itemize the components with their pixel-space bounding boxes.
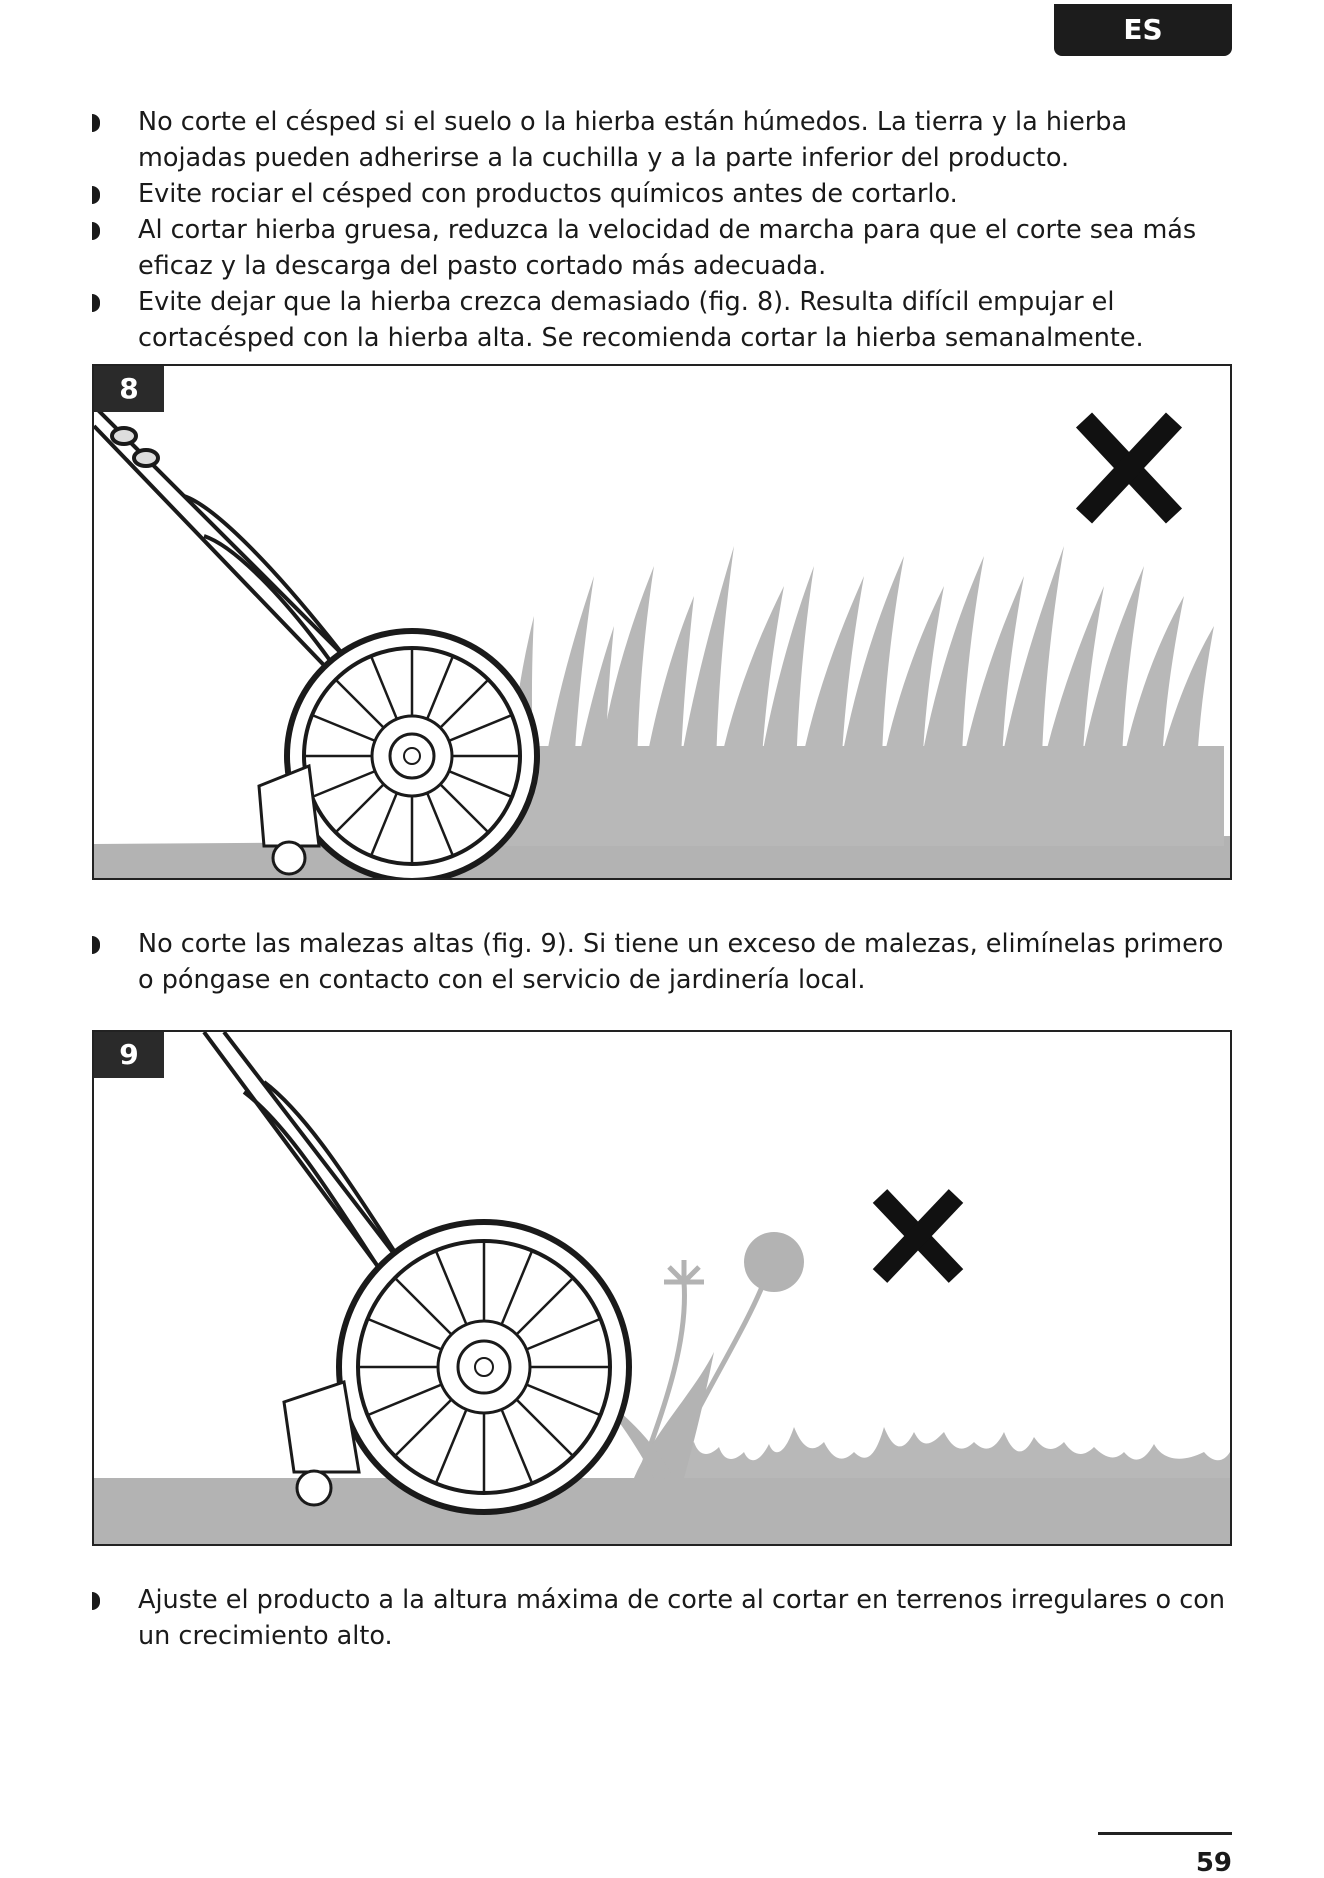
page-number: 59 xyxy=(1195,1848,1232,1878)
tall-grass xyxy=(504,546,1224,846)
mower-roller xyxy=(282,1380,361,1507)
mower-wheel xyxy=(336,1219,632,1515)
list-item: Evite dejar que la hierba crezca demasia… xyxy=(92,284,1232,356)
list-item: No corte las malezas altas (fig. 9). Si … xyxy=(92,926,1232,998)
mower-roller xyxy=(257,763,321,876)
footer-rule xyxy=(1098,1832,1232,1835)
illustration-mower-weeds xyxy=(94,1032,1230,1544)
list-item: Al cortar hierba gruesa, reduzca la velo… xyxy=(92,212,1232,284)
figure-9: 9 xyxy=(92,1030,1232,1546)
bullet-list-bottom: Ajuste el producto a la altura máxima de… xyxy=(92,1582,1232,1654)
wrong-cross-icon xyxy=(1075,412,1183,524)
figure-8: 8 xyxy=(92,364,1232,880)
bullet-list-middle: No corte las malezas altas (fig. 9). Si … xyxy=(92,926,1232,998)
bullet-list-top: No corte el césped si el suelo o la hier… xyxy=(92,104,1232,356)
list-item: No corte el césped si el suelo o la hier… xyxy=(92,104,1232,176)
wrong-cross-icon xyxy=(872,1189,964,1283)
short-grass xyxy=(644,1427,1230,1478)
list-item: Evite rociar el césped con productos quí… xyxy=(92,176,1232,212)
figure-number: 8 xyxy=(94,366,164,412)
illustration-mower-tall-grass xyxy=(94,404,1230,878)
mower-handle xyxy=(94,404,366,688)
language-tab: ES xyxy=(1054,4,1232,56)
figure-number: 9 xyxy=(94,1032,164,1078)
mower-wheel xyxy=(284,628,540,878)
list-item: Ajuste el producto a la altura máxima de… xyxy=(92,1582,1232,1654)
